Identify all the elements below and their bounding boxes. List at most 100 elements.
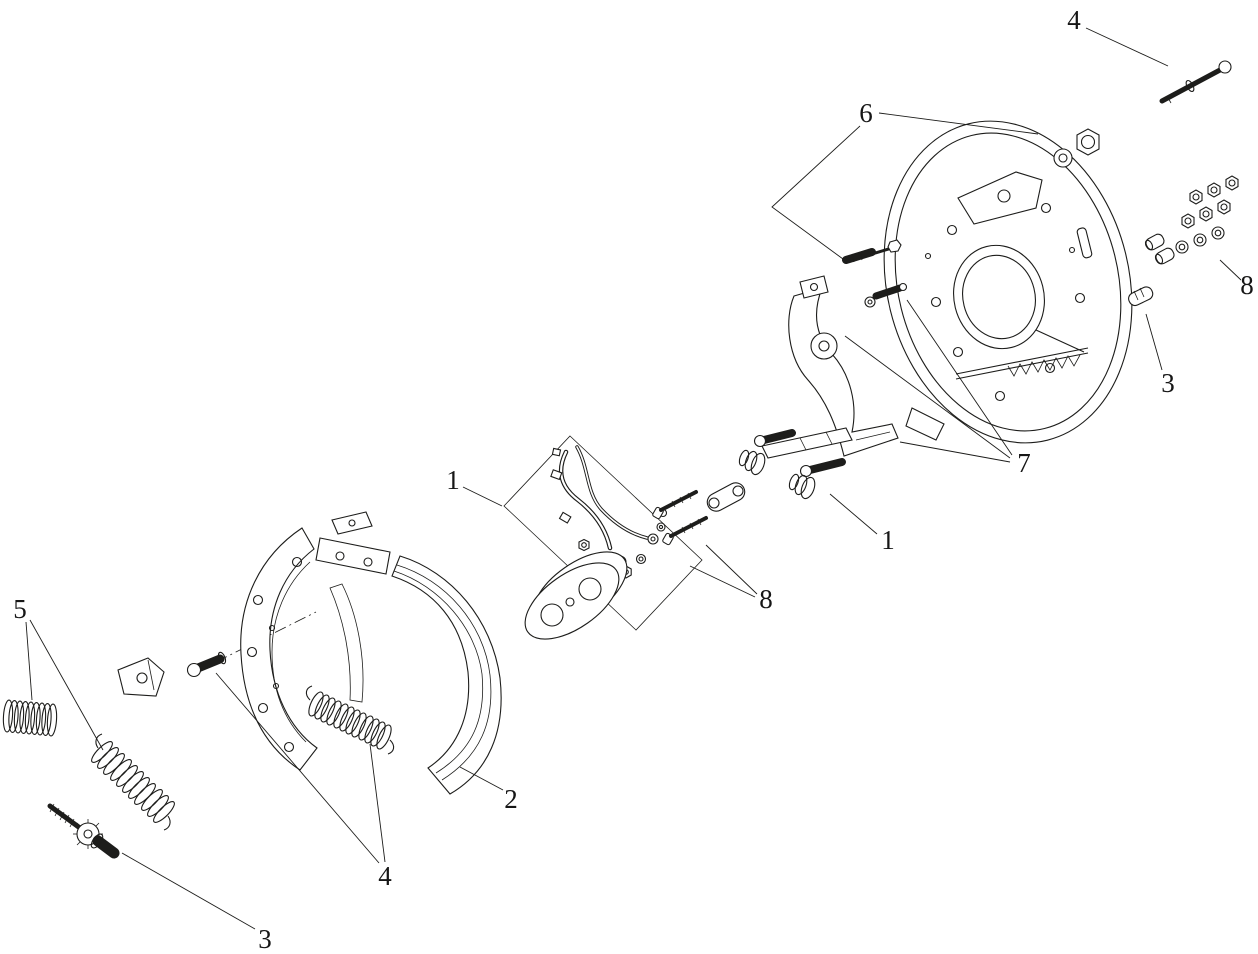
leader-line: [689, 565, 756, 598]
nut: [1207, 182, 1221, 198]
cone-spring: [788, 473, 800, 491]
nut: [1217, 199, 1231, 215]
plate-hole: [1074, 292, 1086, 304]
callouts: 4 6 8 3 7 1 1 8 5 2 4 3: [13, 5, 1254, 954]
leader-line: [215, 672, 380, 864]
plug-right: [1128, 286, 1154, 307]
cap: [1145, 233, 1165, 251]
nut: [1189, 189, 1203, 205]
anchor-nut-washer: [1053, 128, 1100, 168]
clip: [551, 447, 562, 457]
shoe-hole: [283, 741, 295, 753]
plate-hole: [1040, 202, 1052, 214]
shoe-hole: [272, 682, 280, 690]
pin-washer: [1185, 79, 1195, 93]
washer: [1211, 226, 1225, 240]
leader-line: [25, 621, 33, 701]
nut: [1199, 206, 1213, 222]
nut-hole: [1080, 134, 1096, 150]
anchor-bracket-hole: [997, 189, 1011, 203]
leader-line: [459, 766, 504, 791]
spring-hook: [163, 815, 171, 831]
anchor-pin: [1159, 60, 1232, 104]
callout-plug-right: 3: [1161, 368, 1175, 398]
callout-brake-shoe: 2: [504, 784, 518, 814]
pin-head: [753, 434, 767, 448]
plate-hole: [930, 296, 942, 308]
leader-line: [462, 486, 503, 507]
leader-line: [121, 852, 256, 930]
nut: [1225, 175, 1239, 191]
leader-line: [369, 743, 386, 863]
bolt-hardware-middle: [652, 482, 746, 546]
pin-head: [1218, 60, 1232, 74]
shoe-bracket: [315, 537, 391, 575]
washer: [656, 522, 666, 532]
nut: [1181, 213, 1195, 229]
leader-line: [29, 619, 104, 751]
cable: [575, 445, 649, 540]
plate-hole: [578, 577, 602, 601]
brake-shoe-left: [215, 511, 391, 771]
leader-line: [878, 112, 1039, 135]
brake-strut: [761, 427, 853, 459]
plate-hole: [1068, 246, 1076, 254]
shoe-tab: [331, 511, 373, 535]
cone-spring: [738, 449, 750, 467]
cotter-hole: [1166, 95, 1172, 104]
adjuster-lever: [1035, 329, 1085, 353]
clip: [558, 511, 572, 524]
return-spring: [308, 691, 324, 717]
leader-line: [705, 544, 758, 595]
callout-backing-plate: 6: [859, 98, 873, 128]
callout-bolt-hardware: 8: [759, 584, 773, 614]
pin-head: [799, 464, 813, 478]
parking-brake-lever: [788, 275, 899, 457]
pivot-washer: [810, 332, 838, 360]
washer: [1053, 148, 1073, 168]
leader-line: [899, 441, 1011, 463]
adjuster-bolt: [842, 239, 902, 264]
shoe-hole: [268, 624, 276, 632]
adjuster-rod: [955, 347, 1089, 375]
leader-line: [771, 125, 861, 260]
washer-hole: [1058, 153, 1068, 163]
pin-head: [186, 662, 202, 678]
callout-lever-hardware: 7: [1017, 448, 1031, 478]
brake-shoe-right: [391, 555, 502, 795]
hex-nut: [1076, 128, 1100, 156]
hardware-kit-right: [1144, 175, 1239, 265]
leader-line: [844, 335, 1011, 459]
spring-hook: [95, 733, 103, 749]
clip: [550, 469, 563, 481]
shoe-hole: [257, 702, 269, 714]
callout-adjuster: 3: [258, 924, 272, 954]
adjuster-screw: [47, 803, 120, 859]
washer: [635, 553, 647, 565]
plate-hole: [952, 346, 964, 358]
strut-spring-kit: [738, 429, 846, 500]
spring-hook: [305, 685, 313, 701]
leader-line: [906, 299, 1013, 456]
link-hole: [732, 485, 744, 497]
clevis-hole: [809, 282, 819, 292]
leader-line: [829, 493, 878, 535]
shoe-hole: [252, 594, 264, 606]
callout-cable-assembly: 1: [446, 465, 460, 495]
cable-assembly: [503, 435, 703, 640]
cap: [1155, 247, 1175, 265]
lever-clevis: [799, 275, 829, 299]
washer: [1175, 240, 1189, 254]
nut: [578, 538, 590, 552]
anchor-bracket: [957, 171, 1043, 225]
plate-hole: [994, 390, 1006, 402]
callout-shoe-spring: 4: [378, 861, 392, 891]
plate-hole: [565, 597, 575, 607]
leader-line: [1145, 313, 1163, 371]
spring-hook: [387, 739, 395, 755]
plate-hole: [1044, 362, 1056, 374]
pivot-hole: [818, 340, 830, 352]
cable-clevis: [647, 533, 659, 545]
